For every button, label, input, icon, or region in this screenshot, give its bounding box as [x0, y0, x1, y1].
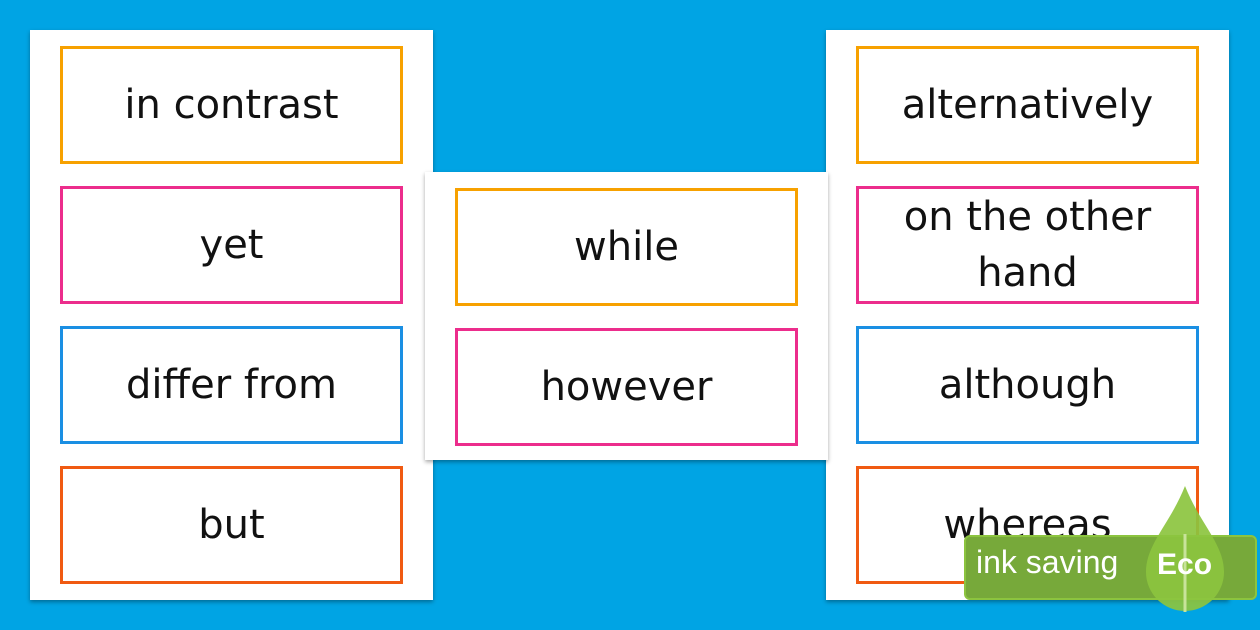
word-card-text: alternatively [901, 82, 1154, 128]
word-card: yet [60, 186, 403, 304]
word-card: in contrast [60, 46, 403, 164]
leaf-drop-icon [1146, 486, 1224, 612]
ink-saving-label: ink saving [976, 544, 1119, 580]
word-card: alternatively [856, 46, 1199, 164]
word-card-text: on the other hand [903, 194, 1152, 296]
word-card-text: however [540, 364, 713, 410]
word-card: differ from [60, 326, 403, 444]
word-card: although [856, 326, 1199, 444]
word-card: while [455, 188, 798, 306]
word-card: but [60, 466, 403, 584]
word-card: however [455, 328, 798, 446]
word-card-text: yet [199, 222, 264, 268]
word-card-text: differ from [126, 362, 337, 408]
word-card-text: while [574, 224, 679, 270]
word-card: on the other hand [856, 186, 1199, 304]
word-card-text: but [198, 502, 265, 548]
word-card-text: in contrast [124, 82, 339, 128]
eco-label: Eco [1157, 548, 1213, 581]
word-card-text: although [938, 362, 1117, 408]
